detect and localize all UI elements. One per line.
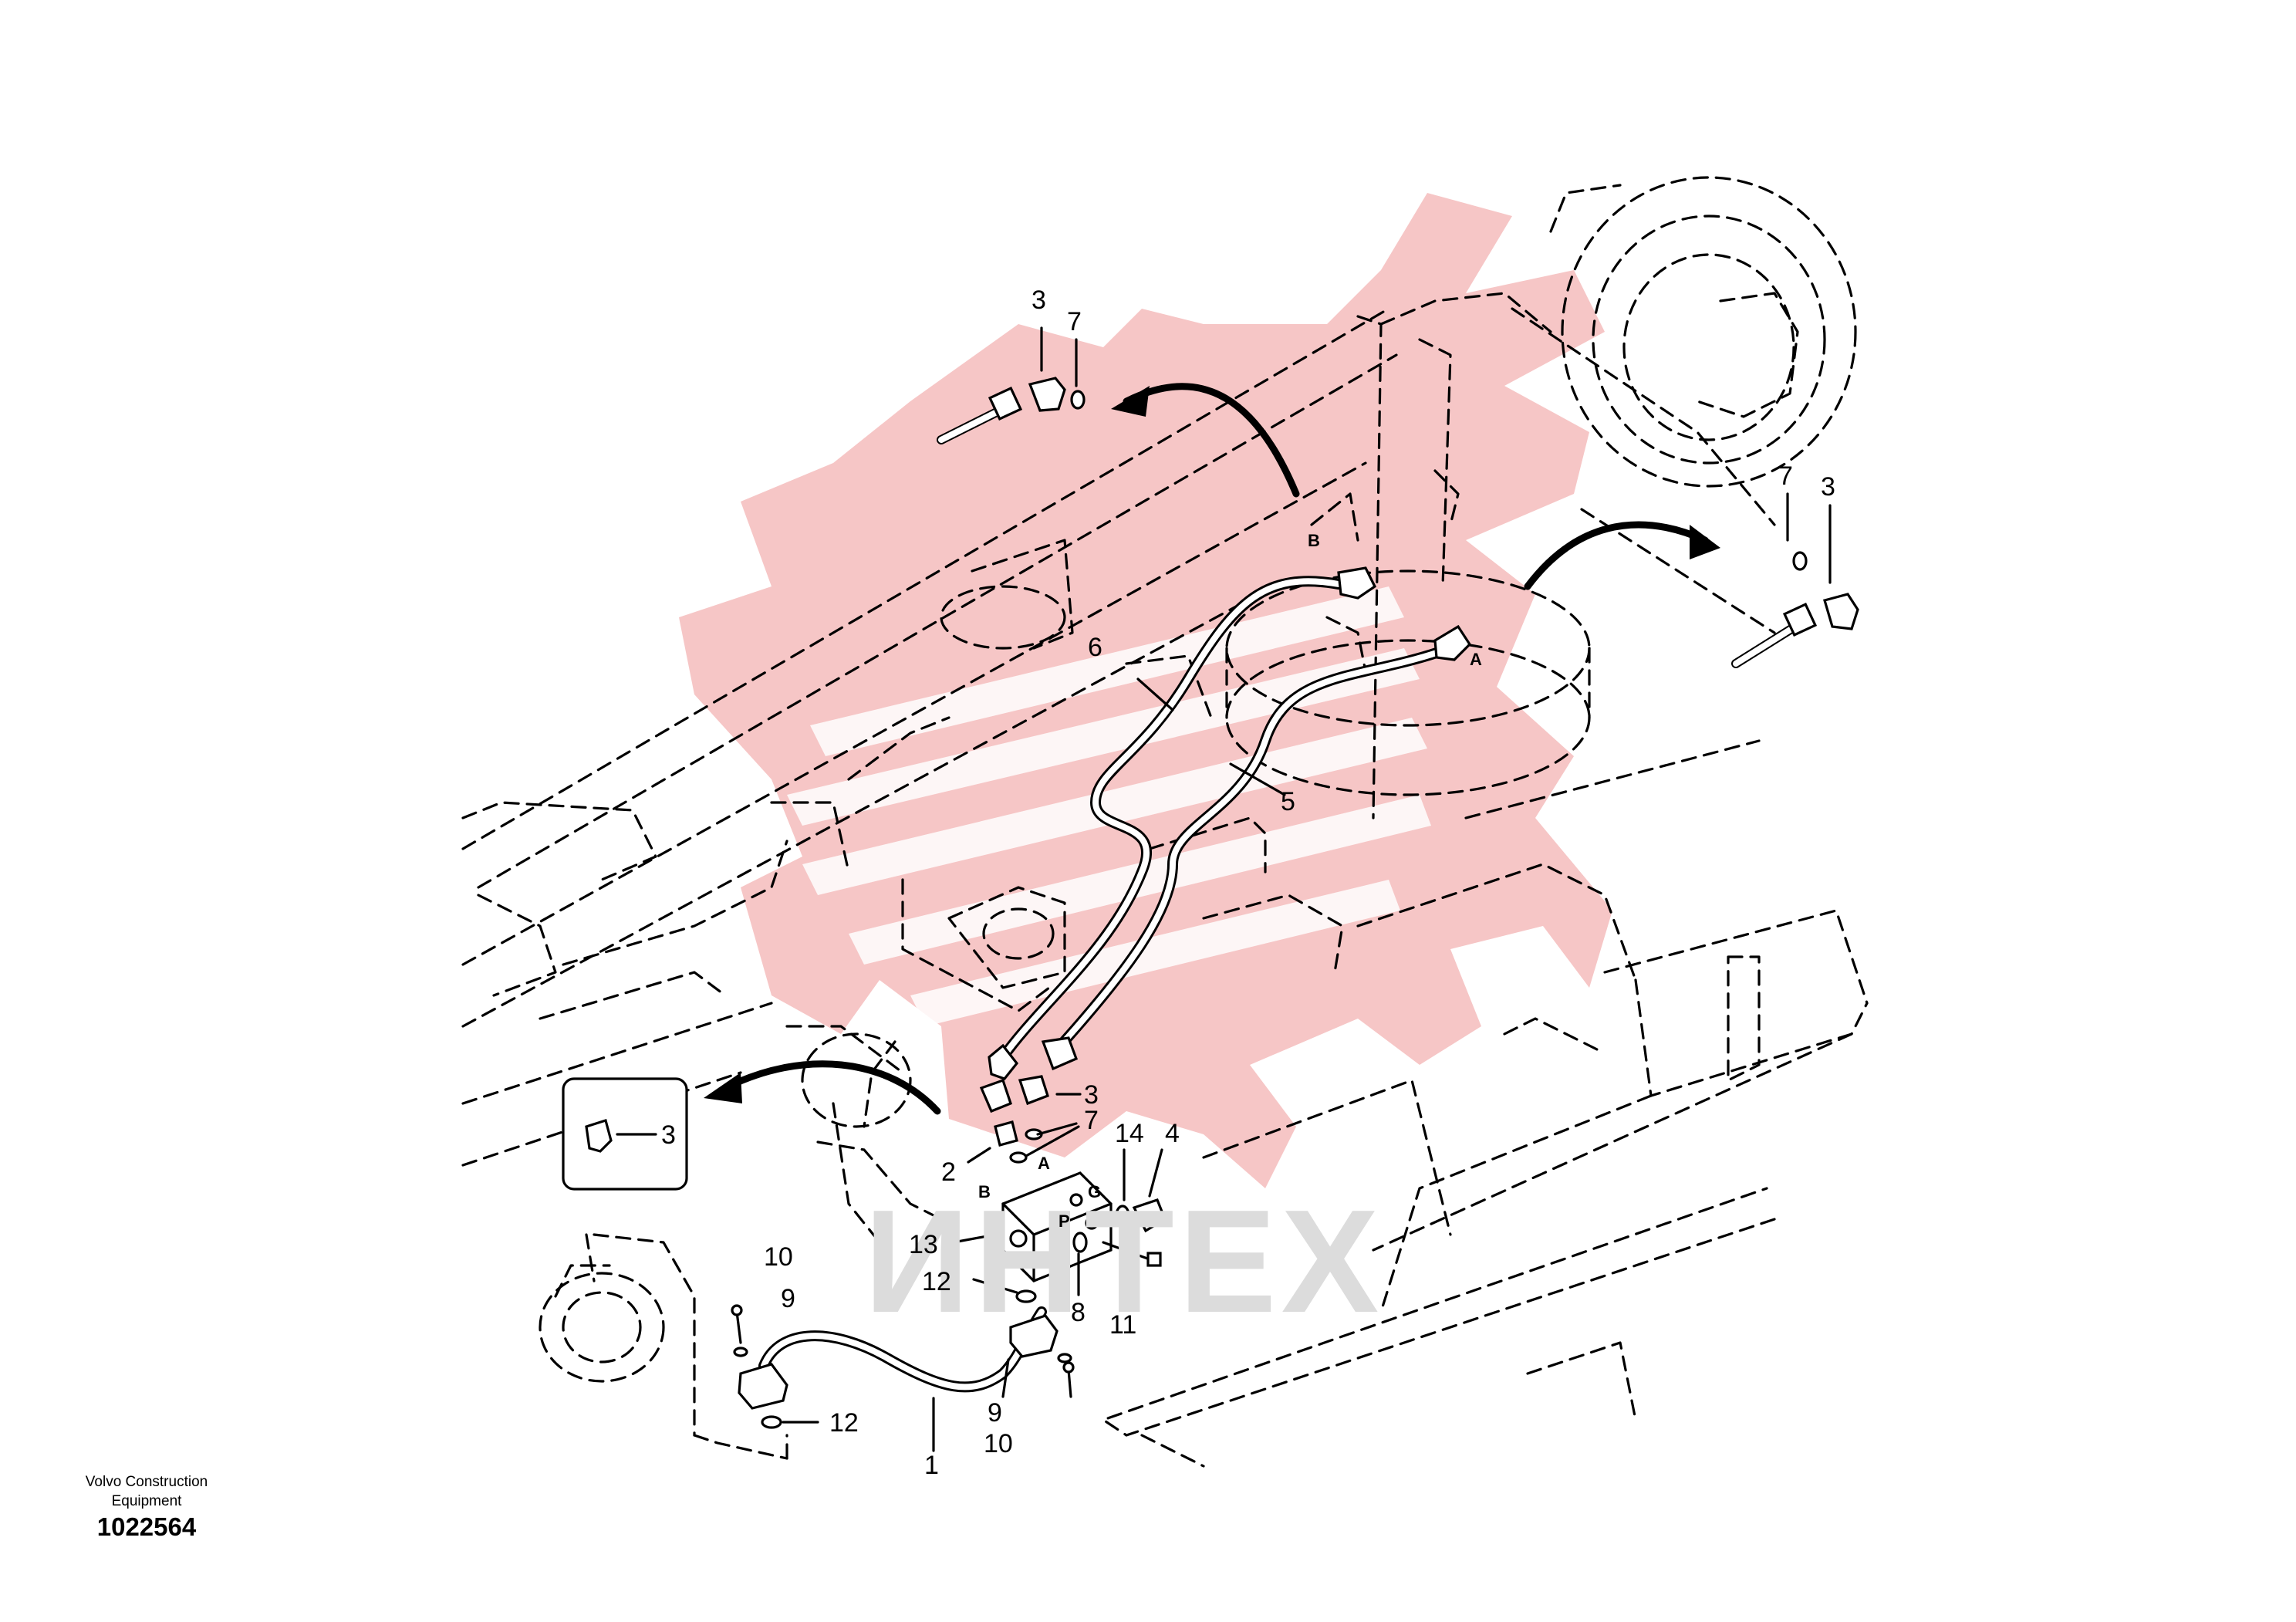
port-label-b: B bbox=[978, 1182, 991, 1201]
callout-9: 9 bbox=[781, 1284, 795, 1313]
manufacturer-line-2: Equipment bbox=[111, 1493, 182, 1509]
callout-4: 4 bbox=[1165, 1119, 1180, 1148]
callout-3: 3 bbox=[1821, 472, 1835, 502]
manufacturer-line-1: Volvo Construction bbox=[85, 1474, 208, 1490]
callout-7: 7 bbox=[1067, 307, 1082, 336]
leader-lines bbox=[616, 326, 1832, 1452]
callout-2: 2 bbox=[941, 1157, 956, 1187]
callout-3: 3 bbox=[1084, 1080, 1099, 1110]
port-label-a: A bbox=[1470, 650, 1482, 669]
callout-10: 10 bbox=[764, 1242, 793, 1272]
callout-10: 10 bbox=[984, 1429, 1013, 1458]
callout-8: 8 bbox=[1071, 1298, 1086, 1327]
fittings bbox=[562, 377, 1859, 1429]
callout-6: 6 bbox=[1088, 633, 1102, 662]
port-label-b: B bbox=[1308, 531, 1320, 550]
callout-7: 7 bbox=[1778, 461, 1793, 491]
port-label-p: P bbox=[1059, 1211, 1070, 1231]
arrow-to-inset bbox=[704, 1073, 742, 1103]
hydraulic-hoses bbox=[758, 576, 1444, 1393]
callout-1: 1 bbox=[924, 1451, 939, 1480]
drawing-number: 1022564 bbox=[96, 1512, 197, 1541]
callout-13: 13 bbox=[909, 1230, 938, 1259]
manufacturer-label: Volvo Construction Equipment bbox=[39, 1472, 255, 1511]
port-label-a: A bbox=[1038, 1154, 1050, 1173]
callout-12: 12 bbox=[829, 1408, 859, 1438]
arrow-to-top-left bbox=[1111, 386, 1150, 417]
callout-14: 14 bbox=[1115, 1119, 1144, 1148]
port-labels: B A B A G P bbox=[978, 531, 1482, 1231]
watermark-text: ИНТЕХ bbox=[864, 1180, 1383, 1343]
callout-labels: 3 7 7 3 6 5 3 3 7 2 14 4 13 10 9 12 8 11… bbox=[661, 286, 1835, 1480]
callout-5: 5 bbox=[1281, 787, 1295, 816]
callout-9: 9 bbox=[988, 1398, 1002, 1428]
arrow-to-right bbox=[1690, 525, 1720, 559]
callout-11: 11 bbox=[1109, 1310, 1136, 1340]
port-label-g: G bbox=[1088, 1182, 1101, 1201]
callout-7: 7 bbox=[1084, 1106, 1099, 1135]
curved-arrows bbox=[704, 383, 1720, 1115]
callout-3: 3 bbox=[661, 1120, 676, 1150]
callout-3: 3 bbox=[1032, 286, 1046, 315]
callout-12: 12 bbox=[922, 1267, 951, 1296]
machine-context-outline bbox=[461, 176, 1869, 1468]
